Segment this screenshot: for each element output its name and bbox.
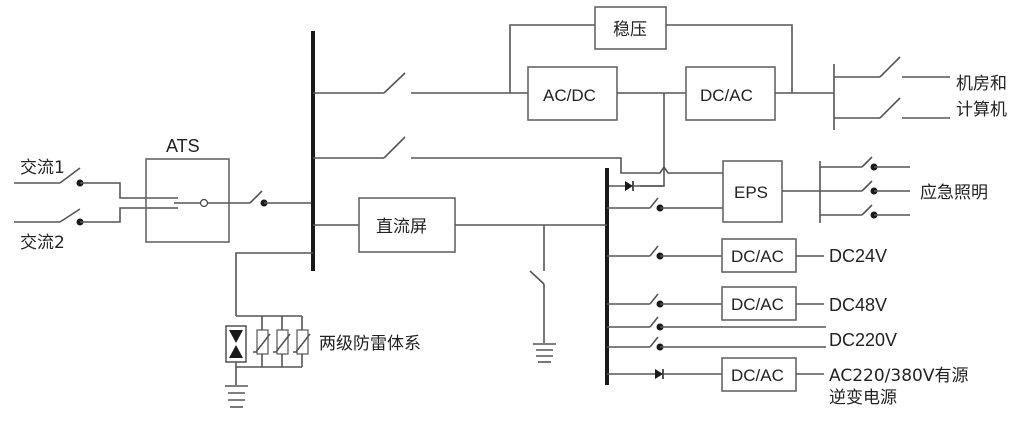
inverter-diode-icon — [655, 369, 663, 379]
inverter-label-1: AC220/380V有源 — [829, 366, 968, 386]
ats-switch-contact — [199, 198, 209, 208]
dc-ac-48-label: DC/AC — [731, 295, 784, 314]
ats-box — [145, 158, 230, 243]
dc220-label: DC220V — [829, 330, 897, 350]
surge-protection-icon — [225, 315, 311, 385]
dc-ac-24-label: DC/AC — [731, 247, 784, 266]
surge-protection-label: 两级防雷体系 — [319, 334, 421, 354]
computer-room-label-1: 机房和 — [956, 74, 1007, 94]
dc-ac-48-box — [721, 286, 797, 321]
ac-input-1-label: 交流1 — [20, 158, 65, 178]
eps-label: EPS — [734, 183, 768, 202]
dc-ac-top-box — [685, 66, 776, 121]
computer-room-label-2: 计算机 — [956, 100, 1007, 120]
dc-panel-box — [358, 197, 456, 253]
diode-icon — [625, 181, 633, 191]
ground-icon — [533, 343, 556, 363]
dc-ac-inverter-box — [721, 357, 797, 392]
regulator-label: 稳压 — [613, 20, 647, 40]
dc-ac-24-box — [721, 238, 797, 273]
inverter-label-2: 逆变电源 — [829, 388, 897, 408]
ac-input-2-label: 交流2 — [20, 233, 65, 253]
ac-input-2 — [14, 207, 178, 226]
dc24-label: DC24V — [829, 246, 887, 266]
dc-ac-inverter-label: DC/AC — [731, 366, 784, 385]
dc48-label: DC48V — [829, 295, 887, 315]
eps-box — [722, 160, 783, 223]
dc-ac-top-label: DC/AC — [700, 86, 753, 105]
ac-input-1 — [14, 167, 178, 199]
ats-label: ATS — [166, 136, 200, 156]
ac-dc-label: AC/DC — [543, 86, 596, 105]
emergency-lighting-label: 应急照明 — [920, 183, 988, 203]
regulator-box — [594, 6, 667, 50]
dc-panel-label: 直流屏 — [376, 217, 427, 237]
surge-ground-icon — [225, 385, 248, 408]
